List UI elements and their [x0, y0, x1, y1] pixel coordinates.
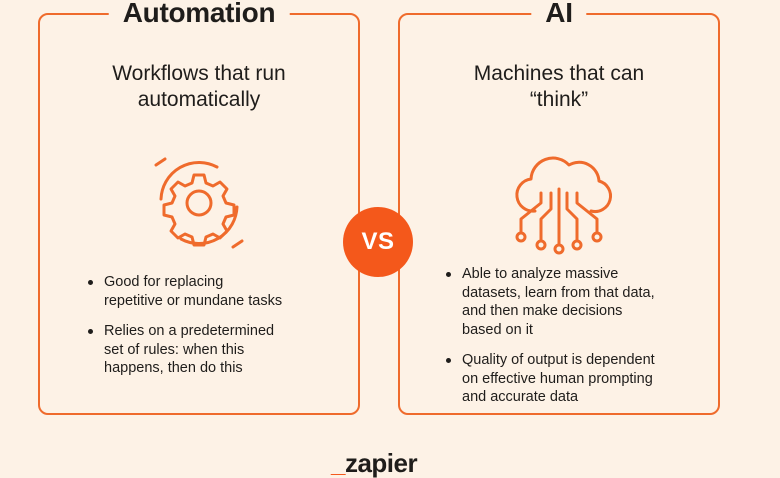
automation-subtitle-line-2: automatically: [137, 88, 261, 111]
automation-subtitle: Workflows that run automatically: [40, 61, 358, 113]
list-item: Relies on a predetermined set of rules: …: [88, 322, 338, 378]
logo-wordmark: zapier: [344, 448, 418, 478]
automation-panel: Automation Workflows that run automatica…: [38, 0, 360, 415]
ai-bullets: Able to analyze massive datasets, learn …: [446, 265, 706, 419]
ai-subtitle-line-1: Machines that can: [473, 62, 645, 85]
ai-panel: AI Machines that can “think” Able to ana…: [398, 0, 720, 415]
logo-underscore: _: [331, 448, 345, 478]
bullet-line: happens, then do this: [104, 360, 243, 376]
automation-title: Automation: [108, 0, 290, 31]
ai-subtitle-line-2: “think”: [529, 88, 589, 111]
gear-cycle-icon: [154, 157, 244, 249]
zapier-logo: _zapier: [331, 448, 418, 478]
automation-subtitle-line-1: Workflows that run: [112, 62, 286, 85]
list-item: Good for replacing repetitive or mundane…: [88, 273, 338, 310]
list-item: Quality of output is dependent on effect…: [446, 351, 706, 407]
bullet-line: Good for replacing: [104, 274, 224, 290]
bullet-line: on effective human prompting: [462, 370, 653, 387]
bullet-line: Relies on a predetermined: [104, 323, 275, 339]
cloud-circuit-icon: [515, 156, 612, 255]
ai-subtitle: Machines that can “think”: [400, 61, 718, 113]
bullet-line: datasets, learn from that data,: [462, 284, 655, 301]
bullet-line: based on it: [462, 321, 533, 338]
bullet-line: set of rules: when this: [104, 341, 245, 358]
list-item: Able to analyze massive datasets, learn …: [446, 265, 706, 339]
bullet-line: repetitive or mundane tasks: [104, 292, 283, 309]
bullet-line: Quality of output is dependent: [462, 352, 655, 368]
bullet-line: and accurate data: [462, 389, 579, 405]
bullet-line: and then make decisions: [462, 303, 623, 319]
vs-badge: VS: [343, 207, 413, 277]
bullet-line: Able to analyze massive: [462, 266, 619, 282]
automation-bullets: Good for replacing repetitive or mundane…: [88, 273, 338, 390]
ai-title: AI: [531, 0, 587, 31]
